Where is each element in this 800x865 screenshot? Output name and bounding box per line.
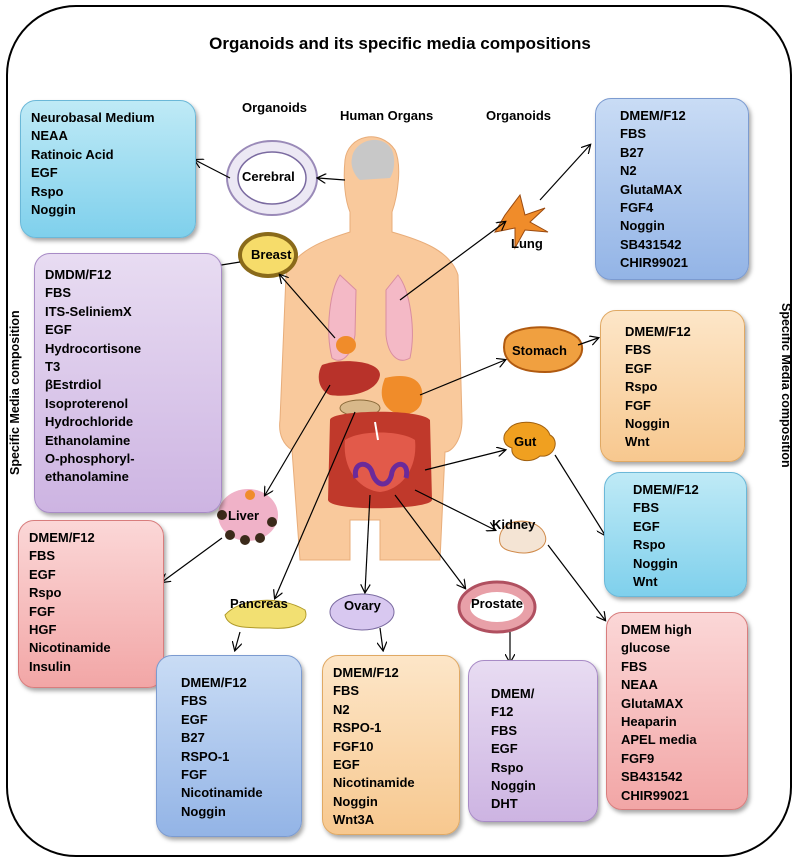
cerebral-organoid-icon (226, 140, 318, 216)
media-box-prostate: DMEM/ F12 FBS EGF Rspo Noggin DHT (468, 660, 598, 822)
label-pancreas: Pancreas (230, 596, 288, 611)
label-cerebral: Cerebral (242, 169, 295, 184)
label-lung: Lung (511, 236, 543, 251)
header-human-organs: Human Organs (340, 108, 434, 123)
label-ovary: Ovary (344, 598, 381, 613)
connector-arrows (162, 145, 605, 662)
pancreas-organoid-icon (224, 599, 307, 629)
kidney-organoid-icon (499, 520, 547, 554)
media-box-gut: DMEM/F12 FBS EGF Rspo Noggin Wnt (604, 472, 747, 597)
liver-icon (318, 361, 380, 396)
breast-tissue-icon (336, 336, 356, 354)
header-organoids-right: Organoids (486, 108, 552, 123)
label-kidney: Kidney (492, 517, 536, 532)
media-box-breast: DMDM/F12 FBS ITS-SeliniemX EGF Hydrocort… (34, 253, 222, 513)
label-gut: Gut (514, 434, 537, 449)
media-box-kidney: DMEM high glucose FBS NEAA GlutaMAX Heap… (606, 612, 748, 810)
label-prostate: Prostate (471, 596, 524, 611)
media-box-ovary: DMEM/F12 FBS N2 RSPO-1 FGF10 EGF Nicotin… (322, 655, 460, 835)
diagram-frame (6, 5, 792, 857)
stomach-organoid-icon (503, 326, 584, 374)
label-breast: Breast (251, 247, 292, 262)
diagram-title: Organoids and its specific media composi… (209, 34, 591, 53)
label-liver: Liver (228, 508, 260, 523)
media-box-stomach: DMEM/F12 FBS EGF Rspo FGF Noggin Wnt (600, 310, 745, 462)
header-organoids-left: Organoids (242, 100, 308, 115)
liver-organoid-icon (217, 489, 278, 545)
gut-organoid-icon (503, 421, 556, 462)
media-box-lung: DMEM/F12 FBS B27 N2 GlutaMAX FGF4 Noggin… (595, 98, 749, 280)
media-box-liver: DMEM/F12 FBS EGF Rspo FGF HGF Nicotinami… (18, 520, 164, 688)
human-body (279, 136, 463, 561)
media-box-pancreas: DMEM/F12 FBS EGF B27 RSPO-1 FGF Nicotina… (156, 655, 302, 837)
brain-icon (351, 139, 395, 180)
reproductive-organs-icon (352, 461, 410, 487)
stomach-icon (381, 376, 423, 415)
media-box-cerebral: Neurobasal Medium NEAA Ratinoic Acid EGF… (20, 100, 196, 238)
lung-organoid-icon (494, 193, 549, 250)
label-stomach: Stomach (512, 343, 567, 358)
